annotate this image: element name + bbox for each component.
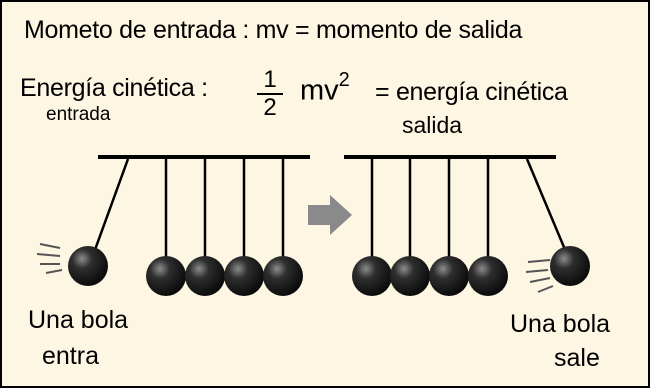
right-string-swung: [525, 158, 568, 253]
left-ball-2: [146, 256, 186, 296]
left-top-bar: [98, 155, 310, 159]
energy-out-subscript: salida: [402, 112, 463, 138]
caption-in-line2: entra: [42, 342, 99, 370]
outgoing-ball: [550, 246, 590, 286]
motion-lines-icon: [525, 259, 554, 293]
momentum-equation: Mometo de entrada : mv = momento de sali…: [24, 16, 523, 44]
fraction-bar: [257, 93, 283, 95]
right-ball-2: [390, 256, 430, 296]
left-string-swung: [90, 158, 130, 259]
left-cradle: [36, 155, 310, 296]
caption-out-line2: sale: [554, 344, 600, 372]
fraction-denominator: 2: [263, 94, 277, 121]
left-ball-5: [263, 256, 303, 296]
motion-lines-icon: [36, 243, 63, 274]
right-ball-3: [429, 256, 469, 296]
right-ball-4: [468, 256, 508, 296]
caption-out-line1: Una bola: [510, 310, 611, 338]
caption-in-line1: Una bola: [28, 306, 129, 334]
energy-label: Energía cinética :: [20, 74, 208, 102]
energy-out: = energía cinética: [375, 78, 568, 106]
mv-term: mv2: [300, 69, 350, 108]
mv-text: mv: [300, 74, 339, 107]
fraction-one-half: 1 2: [257, 68, 283, 120]
energy-label-subscript: entrada: [46, 104, 111, 125]
incoming-ball: [68, 246, 108, 286]
right-top-bar: [344, 155, 556, 159]
exponent: 2: [338, 69, 350, 91]
right-cradle: [344, 155, 590, 296]
left-ball-4: [224, 256, 264, 296]
arrow-right-icon: [308, 195, 352, 235]
left-ball-3: [185, 256, 225, 296]
fraction-numerator: 1: [263, 66, 277, 93]
right-ball-1: [352, 256, 392, 296]
